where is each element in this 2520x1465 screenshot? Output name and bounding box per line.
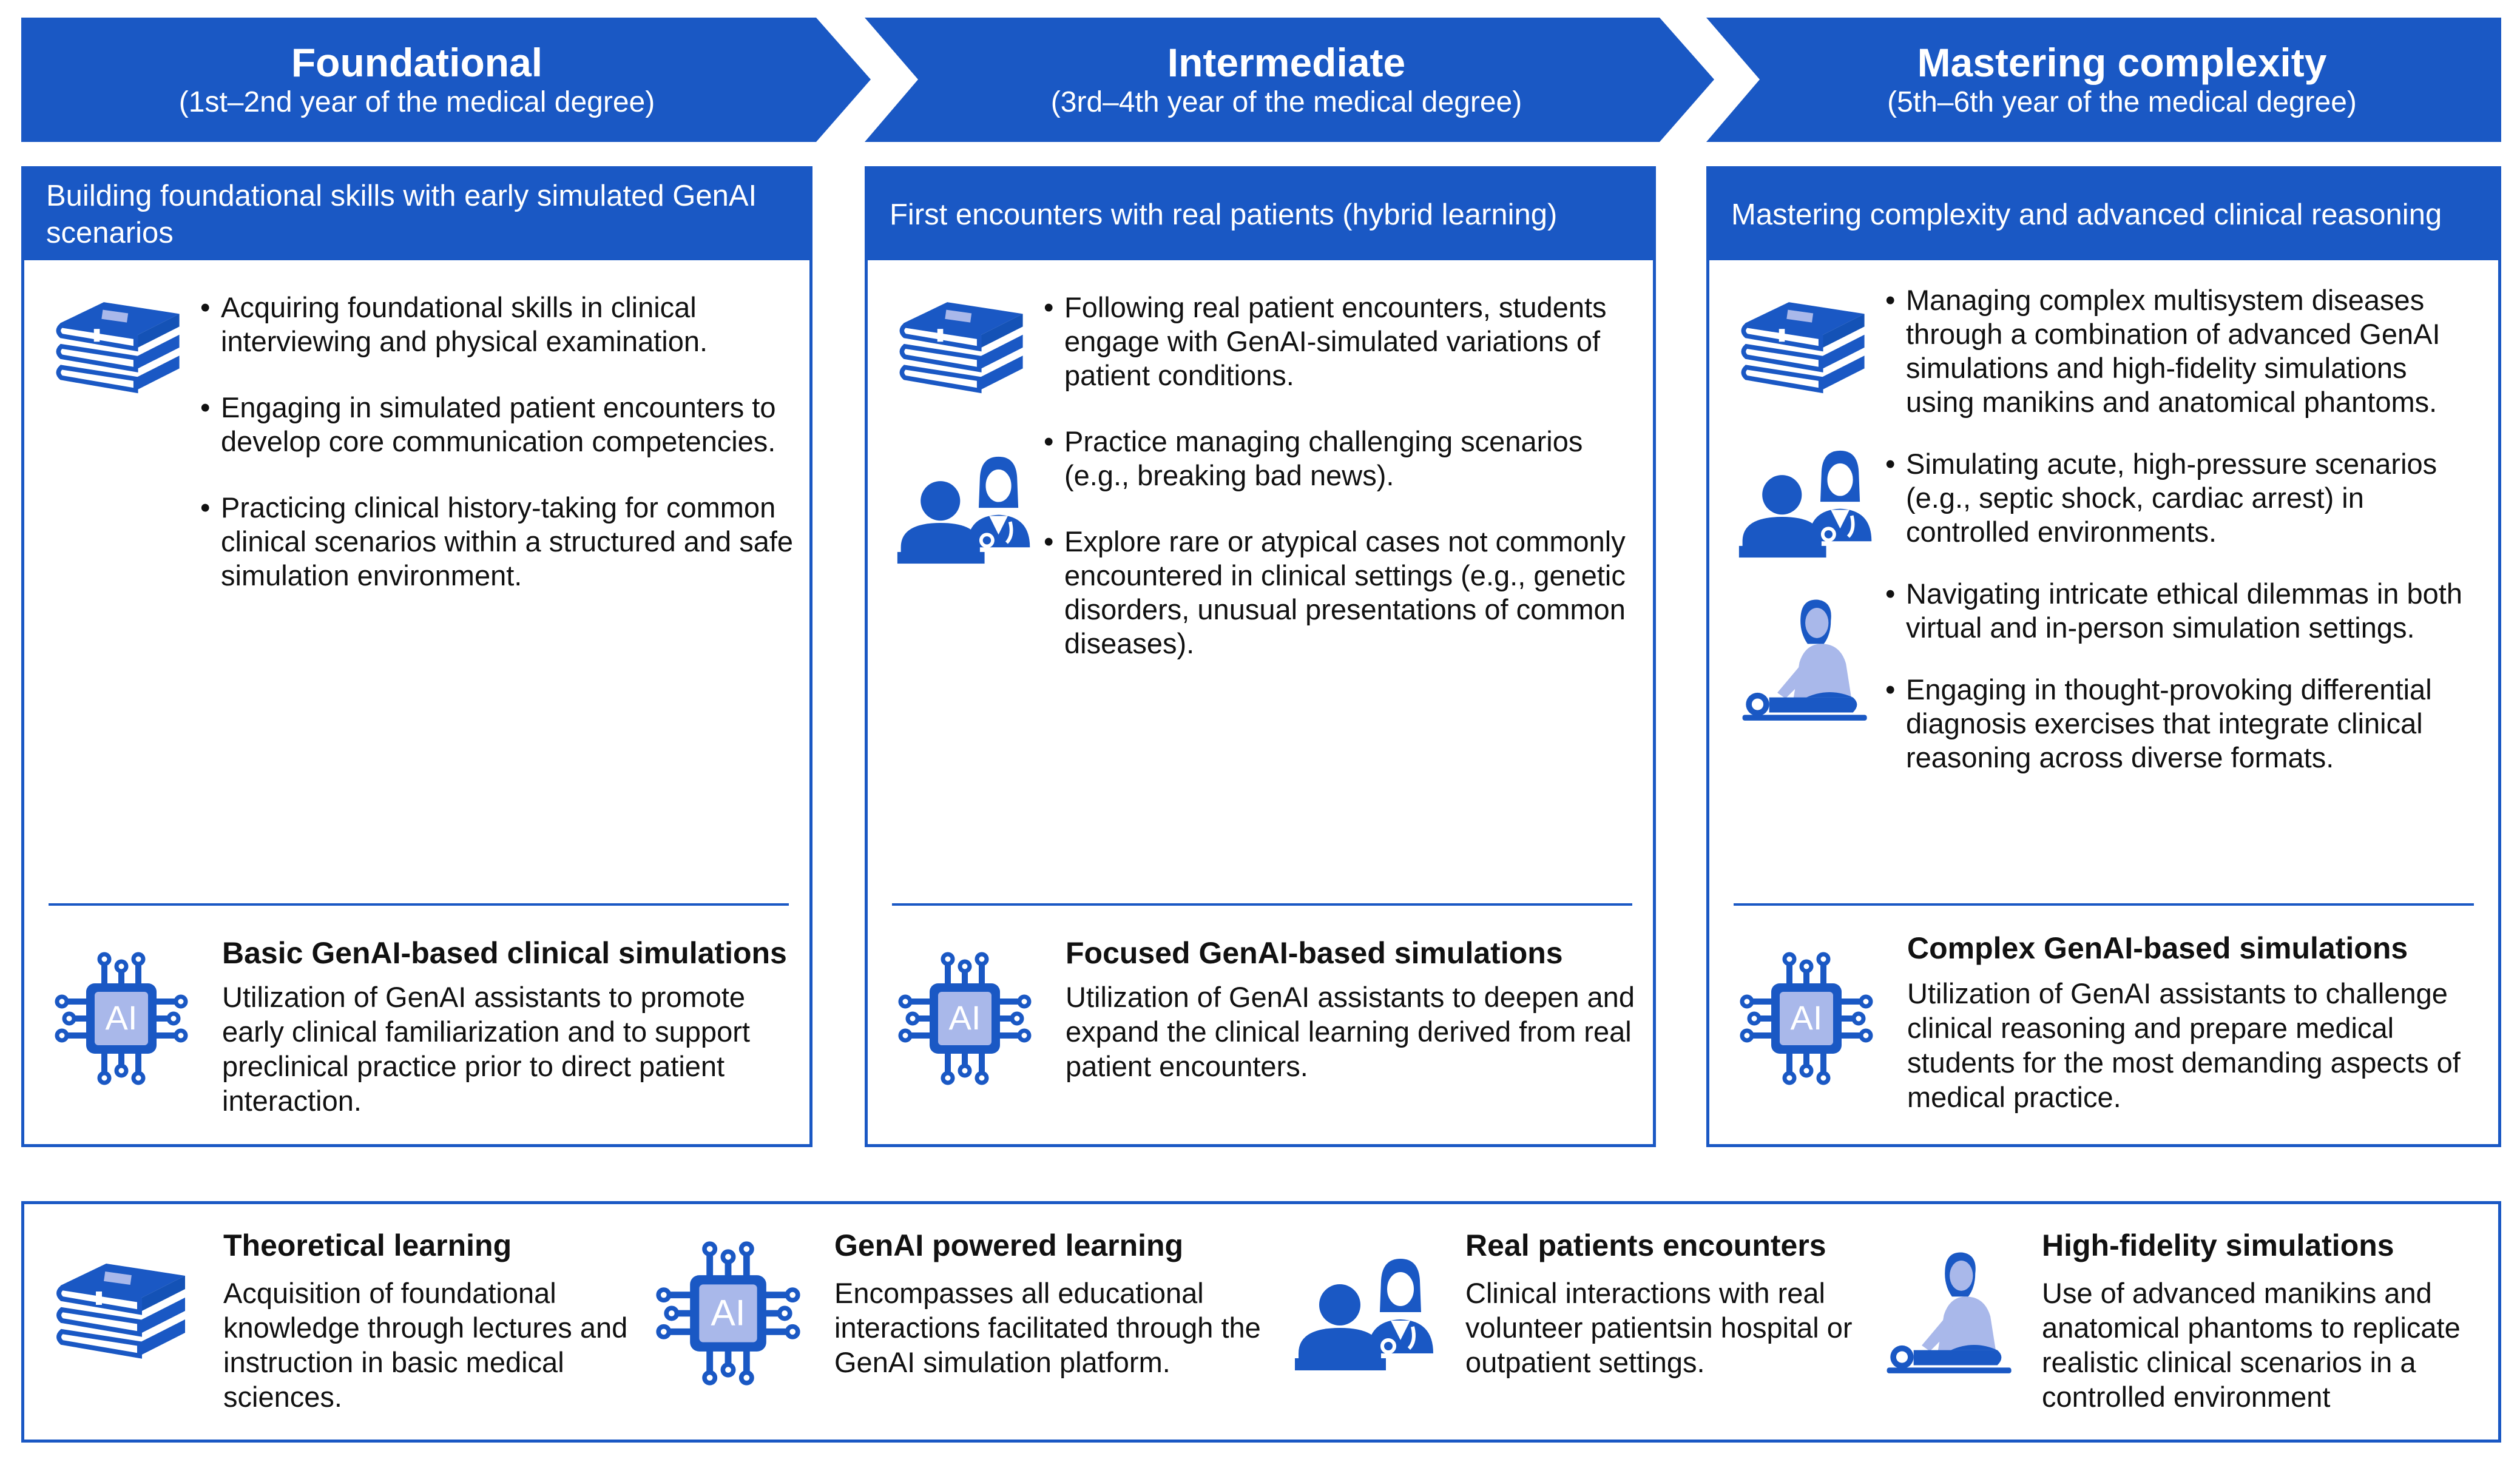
patient-doctor-icon xyxy=(895,454,1035,565)
simulation-description: Utilization of GenAI assistants to deepe… xyxy=(1066,981,1635,1082)
simulation-description: Utilization of GenAI assistants to chall… xyxy=(1907,977,2461,1113)
panel-divider xyxy=(49,903,789,906)
stage-subtitle: (3rd–4th year of the medical degree) xyxy=(1050,86,1522,118)
stage-panel-mastering: Mastering complexity and advanced clinic… xyxy=(1706,166,2501,1147)
stage-subtitle: (1st–2nd year of the medical degree) xyxy=(178,86,655,118)
simulation-title: Focused GenAI-based simulations xyxy=(1066,936,1563,970)
bullet-list: Managing complex multisystem diseases th… xyxy=(1885,283,2480,807)
manikin-simulation-icon xyxy=(1737,594,1876,733)
legend-desc-theoretical: Acquisition of foundational knowledge th… xyxy=(223,1277,628,1413)
ai-chip-icon: AI xyxy=(1734,946,1879,1091)
book-stack-icon xyxy=(49,291,188,401)
bullet-item: Acquiring foundational skills in clinica… xyxy=(200,291,795,359)
chevron-shape xyxy=(1706,18,2501,142)
patient-doctor-icon xyxy=(1292,1256,1438,1372)
simulation-description: Utilization of GenAI assistants to promo… xyxy=(222,981,750,1117)
svg-text:AI: AI xyxy=(1791,999,1823,1037)
legend-desc-high-fidelity: Use of advanced manikins and anatomical … xyxy=(2042,1277,2461,1413)
ai-chip-icon: AI xyxy=(892,946,1038,1091)
stage-chevron-foundational: Foundational (1st–2nd year of the medica… xyxy=(21,18,871,142)
bullet-item: Engaging in thought-provoking differenti… xyxy=(1885,673,2480,775)
bullet-item: Simulating acute, high-pressure scenario… xyxy=(1885,447,2480,549)
bullet-item: Managing complex multisystem diseases th… xyxy=(1885,283,2480,419)
panel-divider xyxy=(892,903,1632,906)
panel-heading: Mastering complexity and advanced clinic… xyxy=(1709,169,2498,260)
book-stack-icon xyxy=(1734,291,1873,401)
bullet-list: Acquiring foundational skills in clinica… xyxy=(200,291,795,625)
bullet-item: Engaging in simulated patient encounters… xyxy=(200,391,795,459)
chevron-shape xyxy=(865,18,1714,142)
stage-panel-intermediate: First encounters with real patients (hyb… xyxy=(865,166,1656,1147)
manikin-simulation-icon xyxy=(1881,1247,2021,1386)
ai-chip-icon: AI xyxy=(649,1234,807,1392)
legend-title-theoretical: Theoretical learning xyxy=(223,1228,512,1262)
svg-text:AI: AI xyxy=(106,999,138,1037)
bullet-item: Practice managing challenging scenarios … xyxy=(1044,425,1638,493)
legend-desc-genai: Encompasses all educational interactions… xyxy=(834,1277,1261,1378)
stage-title: Mastering complexity xyxy=(1917,39,2327,85)
legend-title-genai: GenAI powered learning xyxy=(834,1228,1184,1262)
stage-chevron-intermediate: Intermediate (3rd–4th year of the medica… xyxy=(865,18,1714,142)
simulation-title: Complex GenAI-based simulations xyxy=(1907,931,2408,965)
panel-heading: Building foundational skills with early … xyxy=(24,169,809,260)
chevron-shape xyxy=(21,18,871,142)
bullet-item: Practicing clinical history-taking for c… xyxy=(200,491,795,593)
panel-heading: First encounters with real patients (hyb… xyxy=(868,169,1653,260)
svg-text:AI: AI xyxy=(949,999,981,1037)
bullet-item: Explore rare or atypical cases not commo… xyxy=(1044,525,1638,661)
legend-title-high-fidelity: High-fidelity simulations xyxy=(2042,1228,2394,1262)
stage-chevron-mastering: Mastering complexity (5th–6th year of th… xyxy=(1706,18,2501,142)
stage-title: Foundational xyxy=(291,39,543,85)
ai-chip-icon: AI xyxy=(49,946,194,1091)
legend-title-real-patients: Real patients encounters xyxy=(1465,1228,1826,1262)
svg-text:AI: AI xyxy=(711,1292,745,1333)
legend-panel: Theoretical learning Acquisition of foun… xyxy=(21,1201,2501,1443)
book-stack-icon xyxy=(49,1251,194,1367)
stage-panel-foundational: Building foundational skills with early … xyxy=(21,166,812,1147)
bullet-item: Navigating intricate ethical dilemmas in… xyxy=(1885,577,2480,645)
stage-title: Intermediate xyxy=(1167,39,1406,85)
bullet-item: Following real patient encounters, stude… xyxy=(1044,291,1638,392)
book-stack-icon xyxy=(892,291,1032,401)
stage-subtitle: (5th–6th year of the medical degree) xyxy=(1887,86,2357,118)
panel-divider xyxy=(1734,903,2474,906)
legend-desc-real-patients: Clinical interactions with real voluntee… xyxy=(1465,1277,1853,1378)
patient-doctor-icon xyxy=(1737,448,1876,559)
simulation-title: Basic GenAI-based clinical simulations xyxy=(222,936,787,970)
bullet-list: Following real patient encounters, stude… xyxy=(1044,291,1638,693)
